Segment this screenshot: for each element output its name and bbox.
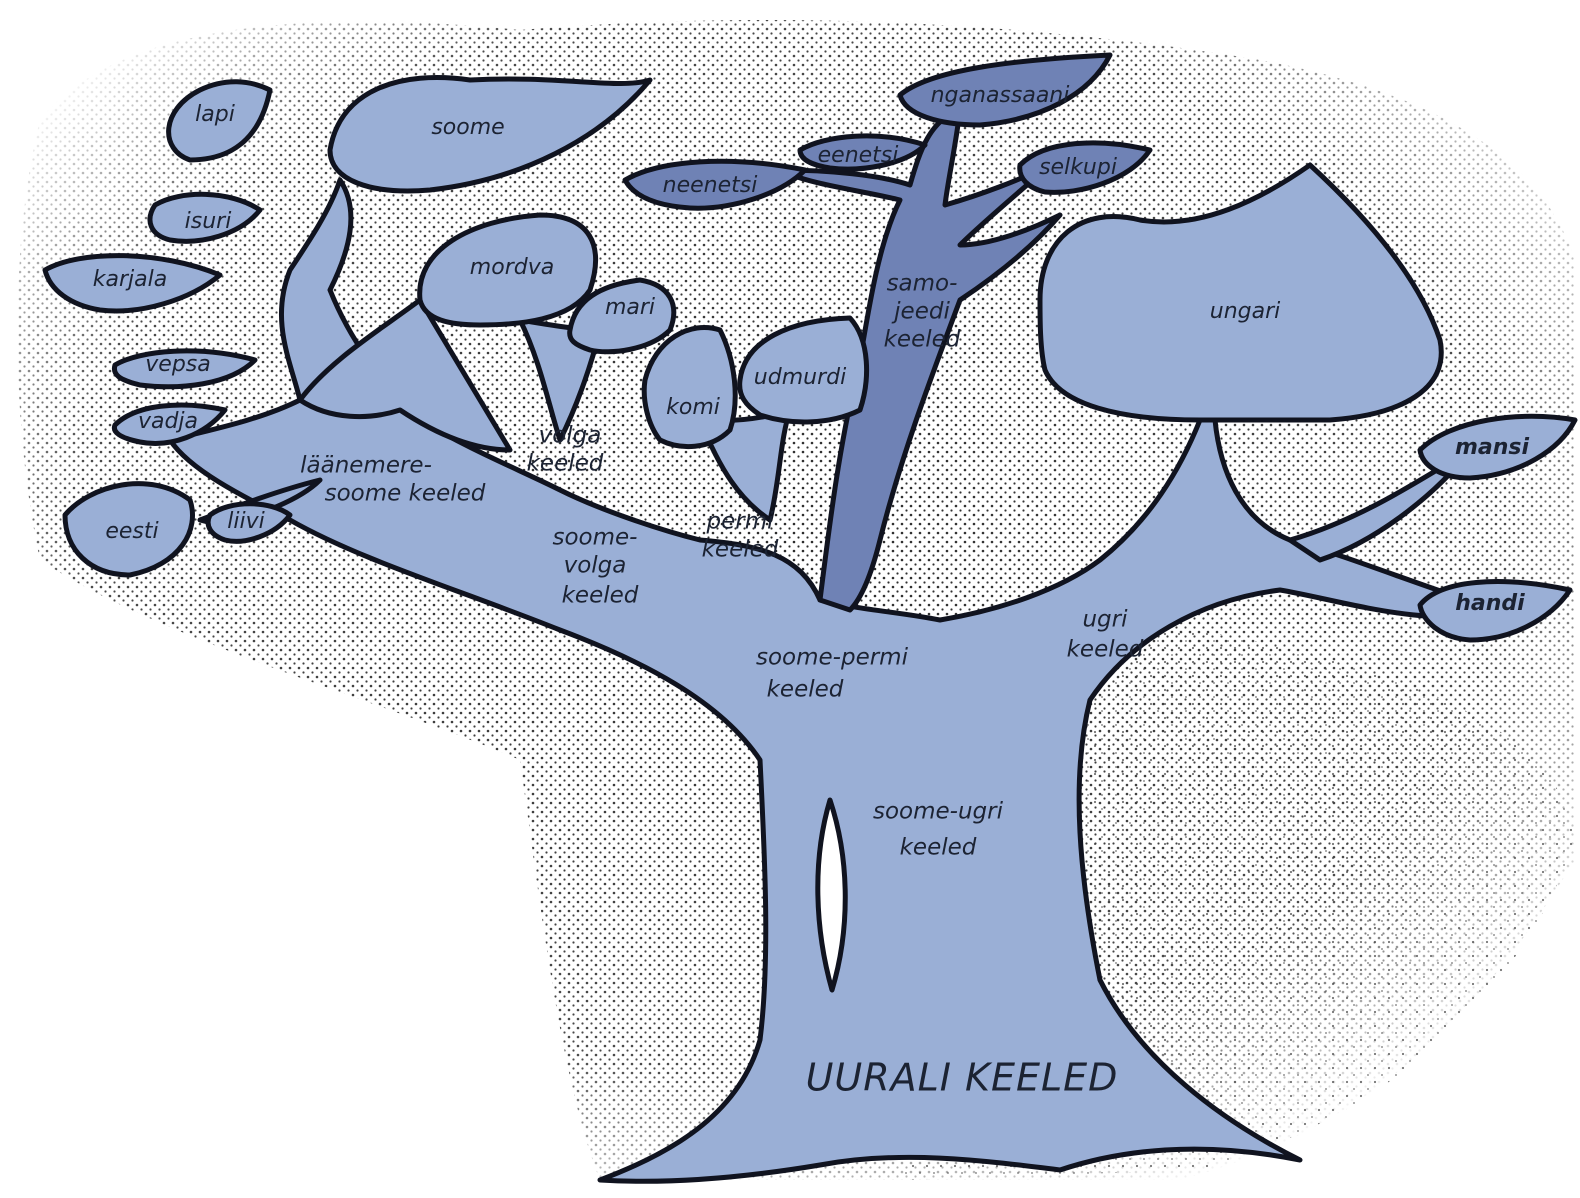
leaf-label-komi: komi (666, 395, 720, 420)
samojeedi-label-1: samo- (887, 271, 958, 297)
leaf-label-eesti: eesti (105, 519, 158, 544)
leaf-label-nganassaani: nganassaani (931, 83, 1070, 108)
leaf-label-lapi: lapi (195, 102, 235, 127)
leaf-label-soome: soome (431, 115, 504, 140)
soome-ugri-label-2: keeled (900, 835, 977, 861)
leaf-label-eenetsi: eenetsi (818, 143, 899, 168)
soome-volga-label-2: volga (564, 553, 627, 579)
volga-label-1: volga (539, 423, 602, 449)
leaf-label-selkupi: selkupi (1039, 155, 1117, 180)
leaf-label-isuri: isuri (185, 209, 232, 234)
leaf-label-mari: mari (605, 295, 655, 320)
laanemere-label-1: läänemere- (300, 453, 432, 479)
ugri-label-2: keeled (1067, 637, 1144, 663)
leaf-label-neenetsi: neenetsi (663, 173, 758, 198)
ugri-label-1: ugri (1082, 607, 1128, 633)
volga-label-2: keeled (527, 451, 604, 477)
leaf-label-mordva: mordva (470, 255, 554, 280)
leaf-label-karjala: karjala (93, 267, 167, 292)
leaf-label-vadja: vadja (138, 409, 198, 434)
laanemere-label-2: soome keeled (325, 481, 486, 507)
leaf-label-mansi: mansi (1455, 435, 1530, 460)
leaf-label-ungari: ungari (1210, 299, 1281, 324)
leaf-label-udmurdi: udmurdi (754, 365, 846, 390)
permi-label-1: permi (705, 509, 774, 535)
samojeedi-label-2: jeedi (891, 299, 950, 325)
leaf-label-liivi: liivi (227, 509, 264, 534)
soome-permi-label-2: keeled (767, 677, 844, 703)
soome-ugri-label-1: soome-ugri (873, 799, 1004, 825)
soome-volga-label-1: soome- (553, 525, 638, 551)
soome-volga-label-3: keeled (562, 583, 639, 609)
soome-permi-label-1: soome-permi (756, 645, 909, 671)
leaf-label-handi: handi (1455, 591, 1525, 616)
leaf-label-vepsa: vepsa (145, 352, 210, 377)
root-label: UURALI KEELED (806, 1056, 1119, 1100)
permi-label-2: keeled (702, 537, 779, 563)
samojeedi-label-3: keeled (884, 327, 961, 353)
